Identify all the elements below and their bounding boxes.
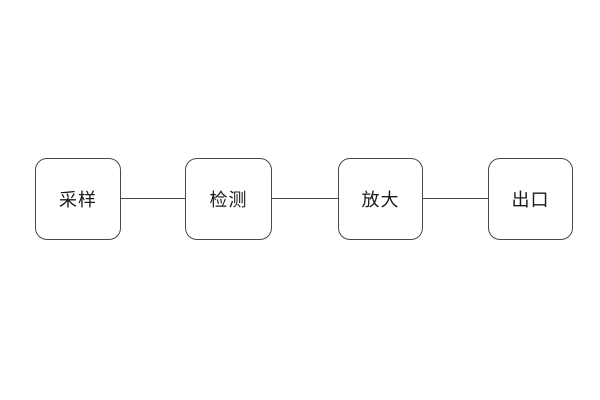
node-amplify-label: 放大 bbox=[361, 190, 400, 210]
node-sampling-label: 采样 bbox=[59, 190, 97, 210]
connector-detection-amplify bbox=[272, 198, 338, 199]
node-amplify: 放大 bbox=[338, 158, 423, 240]
node-outlet-label: 出口 bbox=[511, 190, 550, 210]
connector-sampling-detection bbox=[121, 198, 185, 199]
node-outlet: 出口 bbox=[488, 158, 573, 240]
node-detection-label: 检测 bbox=[209, 190, 248, 210]
connector-amplify-outlet bbox=[423, 198, 488, 199]
node-detection: 检测 bbox=[185, 158, 272, 240]
node-sampling: 采样 bbox=[35, 158, 121, 240]
